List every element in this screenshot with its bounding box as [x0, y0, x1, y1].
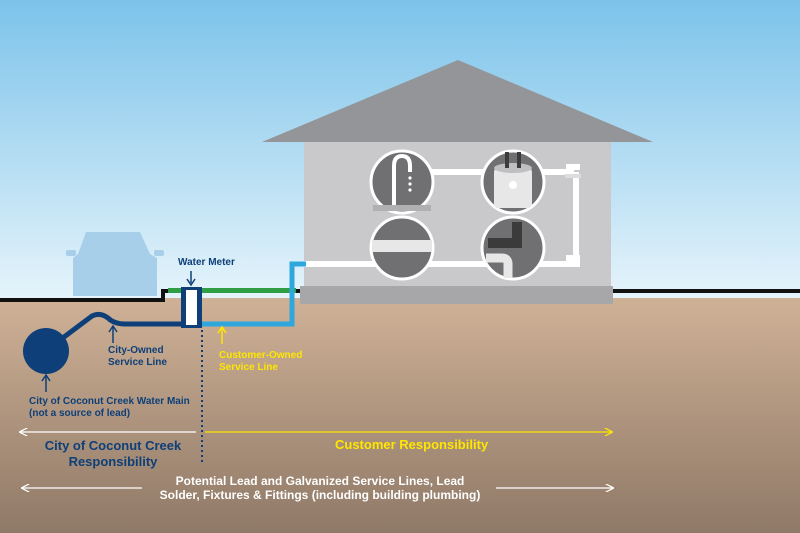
water-main-pointer	[41, 373, 51, 392]
customer-line-label: Customer-Owned Service Line	[219, 350, 303, 373]
customer-line-pointer	[217, 325, 227, 344]
city-line-label: City-Owned Service Line	[108, 345, 167, 368]
faucet-icon	[369, 149, 435, 215]
city-responsibility-label: City of Coconut Creek Responsibility	[44, 438, 182, 469]
house-foundation	[300, 286, 613, 304]
soil	[0, 298, 800, 533]
water-meter-icon	[181, 287, 202, 328]
elbow-fitting-icon	[480, 215, 546, 281]
car-icon	[66, 232, 164, 296]
pipe-section-icon	[369, 215, 435, 281]
customer-service-line	[200, 261, 306, 327]
roof	[262, 60, 653, 142]
city-service-line	[58, 311, 182, 343]
lead-note-label: Potential Lead and Galvanized Service Li…	[159, 474, 481, 503]
water-main-icon	[23, 328, 69, 374]
city-line-pointer	[108, 324, 118, 343]
water-heater-icon	[480, 149, 546, 215]
water-meter-label: Water Meter	[178, 257, 235, 268]
customer-responsibility-label: Customer Responsibility	[335, 437, 489, 452]
grass-strip	[168, 288, 296, 293]
water-main-label: City of Coconut Creek Water Main (not a …	[29, 396, 190, 419]
